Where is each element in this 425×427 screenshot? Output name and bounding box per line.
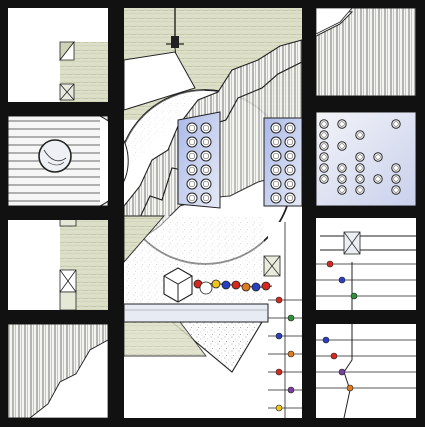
color-bead xyxy=(287,314,295,322)
cell-center-lower xyxy=(123,215,281,323)
color-bead xyxy=(346,384,354,392)
round-jewel xyxy=(186,164,198,176)
jewel-grid-left xyxy=(186,122,212,204)
round-jewel xyxy=(186,122,198,134)
color-bead xyxy=(338,368,346,376)
round-jewel xyxy=(200,178,212,190)
cell-bottom-left xyxy=(7,323,109,419)
color-bead xyxy=(211,279,221,289)
cell-top-right xyxy=(315,7,417,97)
cell-right-middle xyxy=(315,111,417,207)
color-bead xyxy=(221,280,231,290)
color-bead xyxy=(330,352,338,360)
round-jewel xyxy=(355,163,365,173)
corner-prism xyxy=(59,40,75,61)
round-jewel xyxy=(319,163,329,173)
round-jewel xyxy=(186,136,198,148)
color-bead xyxy=(275,368,283,376)
round-jewel xyxy=(200,192,212,204)
corner-prism-right xyxy=(263,255,281,277)
round-jewel xyxy=(373,152,383,162)
round-jewel xyxy=(270,136,282,148)
round-jewel xyxy=(337,119,347,129)
round-jewel xyxy=(200,164,212,176)
glass-shelf xyxy=(123,303,269,323)
round-jewel xyxy=(391,185,401,195)
round-jewel xyxy=(337,141,347,151)
round-jewel xyxy=(284,150,296,162)
jewel-grid-middle xyxy=(270,122,296,204)
color-bead xyxy=(287,386,295,394)
round-jewel xyxy=(284,164,296,176)
color-bead xyxy=(275,332,283,340)
blue-panel-middle xyxy=(263,117,303,207)
hanging-weight xyxy=(171,36,179,48)
round-jewel xyxy=(337,174,347,184)
crystal-jewel xyxy=(38,139,72,173)
round-jewel xyxy=(355,185,365,195)
blue-panel-left xyxy=(177,111,221,209)
round-jewel xyxy=(337,185,347,195)
round-jewel xyxy=(270,178,282,190)
color-bead xyxy=(241,282,251,292)
color-bead xyxy=(275,404,283,412)
cell-bottom-right xyxy=(316,324,416,419)
color-bead xyxy=(338,276,346,284)
round-jewel xyxy=(270,122,282,134)
round-jewel xyxy=(319,119,329,129)
round-jewel xyxy=(284,136,296,148)
round-jewel xyxy=(284,178,296,190)
bead-column xyxy=(268,222,416,418)
jewel-grid-right xyxy=(319,119,401,195)
round-jewel xyxy=(186,192,198,204)
round-jewel xyxy=(200,136,212,148)
color-bead xyxy=(231,280,241,290)
round-jewel xyxy=(355,152,365,162)
cell-left-column xyxy=(59,209,108,311)
round-jewel xyxy=(284,192,296,204)
color-bead xyxy=(251,282,261,292)
color-bead xyxy=(199,281,213,295)
round-jewel xyxy=(391,163,401,173)
color-bead xyxy=(275,296,283,304)
round-jewel xyxy=(391,119,401,129)
round-jewel xyxy=(200,122,212,134)
color-bead xyxy=(326,260,334,268)
round-jewel xyxy=(270,150,282,162)
round-jewel xyxy=(355,130,365,140)
round-jewel xyxy=(270,164,282,176)
color-bead xyxy=(287,350,295,358)
cell-left-middle xyxy=(7,115,129,207)
round-jewel xyxy=(319,130,329,140)
round-jewel xyxy=(373,174,383,184)
color-bead xyxy=(261,281,271,291)
prism-cube xyxy=(163,267,193,303)
round-jewel xyxy=(355,174,365,184)
round-jewel xyxy=(391,174,401,184)
color-bead xyxy=(350,292,358,300)
cell-top-left xyxy=(59,40,108,102)
round-jewel xyxy=(319,141,329,151)
round-jewel xyxy=(319,152,329,162)
round-jewel xyxy=(337,163,347,173)
inverted-triangle xyxy=(123,321,263,373)
round-jewel xyxy=(319,174,329,184)
round-jewel xyxy=(186,178,198,190)
round-jewel xyxy=(284,122,296,134)
color-bead xyxy=(322,336,330,344)
round-jewel xyxy=(186,150,198,162)
round-jewel xyxy=(200,150,212,162)
round-jewel xyxy=(270,192,282,204)
